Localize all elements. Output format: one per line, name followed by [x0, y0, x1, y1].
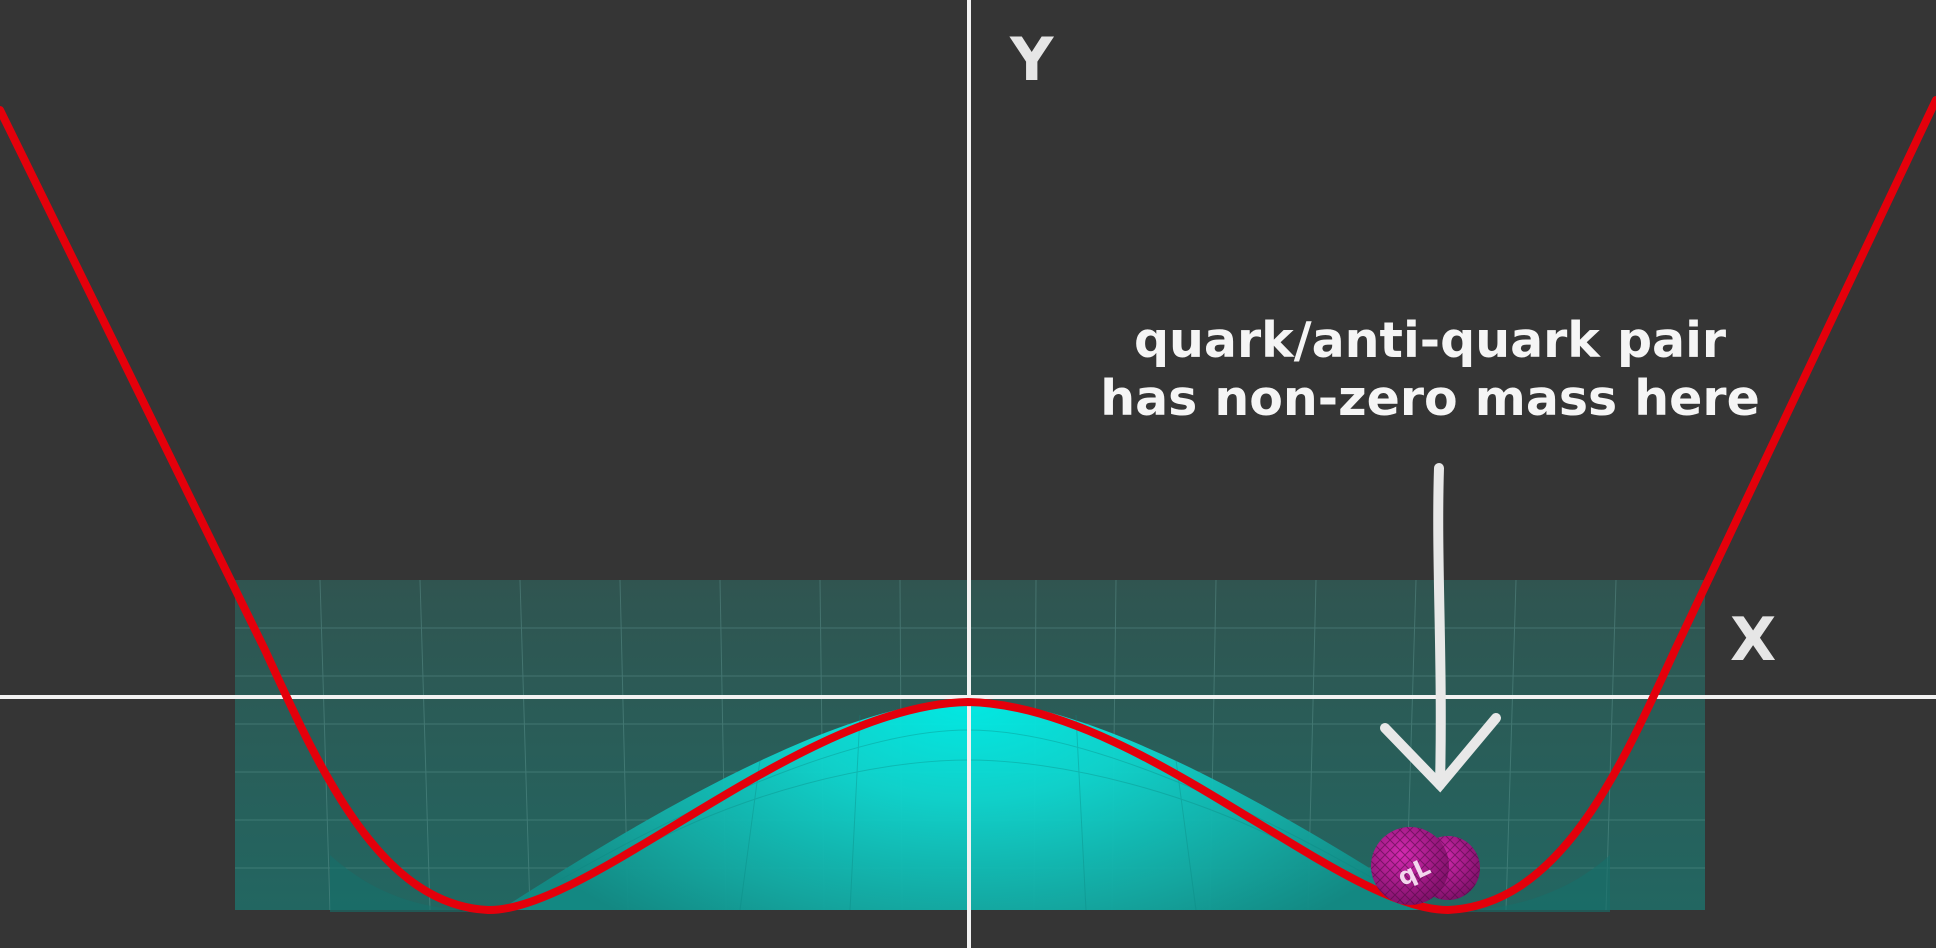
quark-pair: qL: [1371, 827, 1480, 905]
annotation-line-1: quark/anti-quark pair: [1133, 312, 1727, 369]
down-arrow: [1380, 463, 1501, 793]
y-axis-label: Y: [1010, 25, 1054, 95]
x-axis-label: X: [1730, 605, 1777, 675]
annotation-line-2: has non-zero mass here: [1100, 370, 1760, 427]
annotation-text: quark/anti-quark pair has non-zero mass …: [1000, 312, 1860, 428]
potential-curve: [0, 96, 1936, 915]
